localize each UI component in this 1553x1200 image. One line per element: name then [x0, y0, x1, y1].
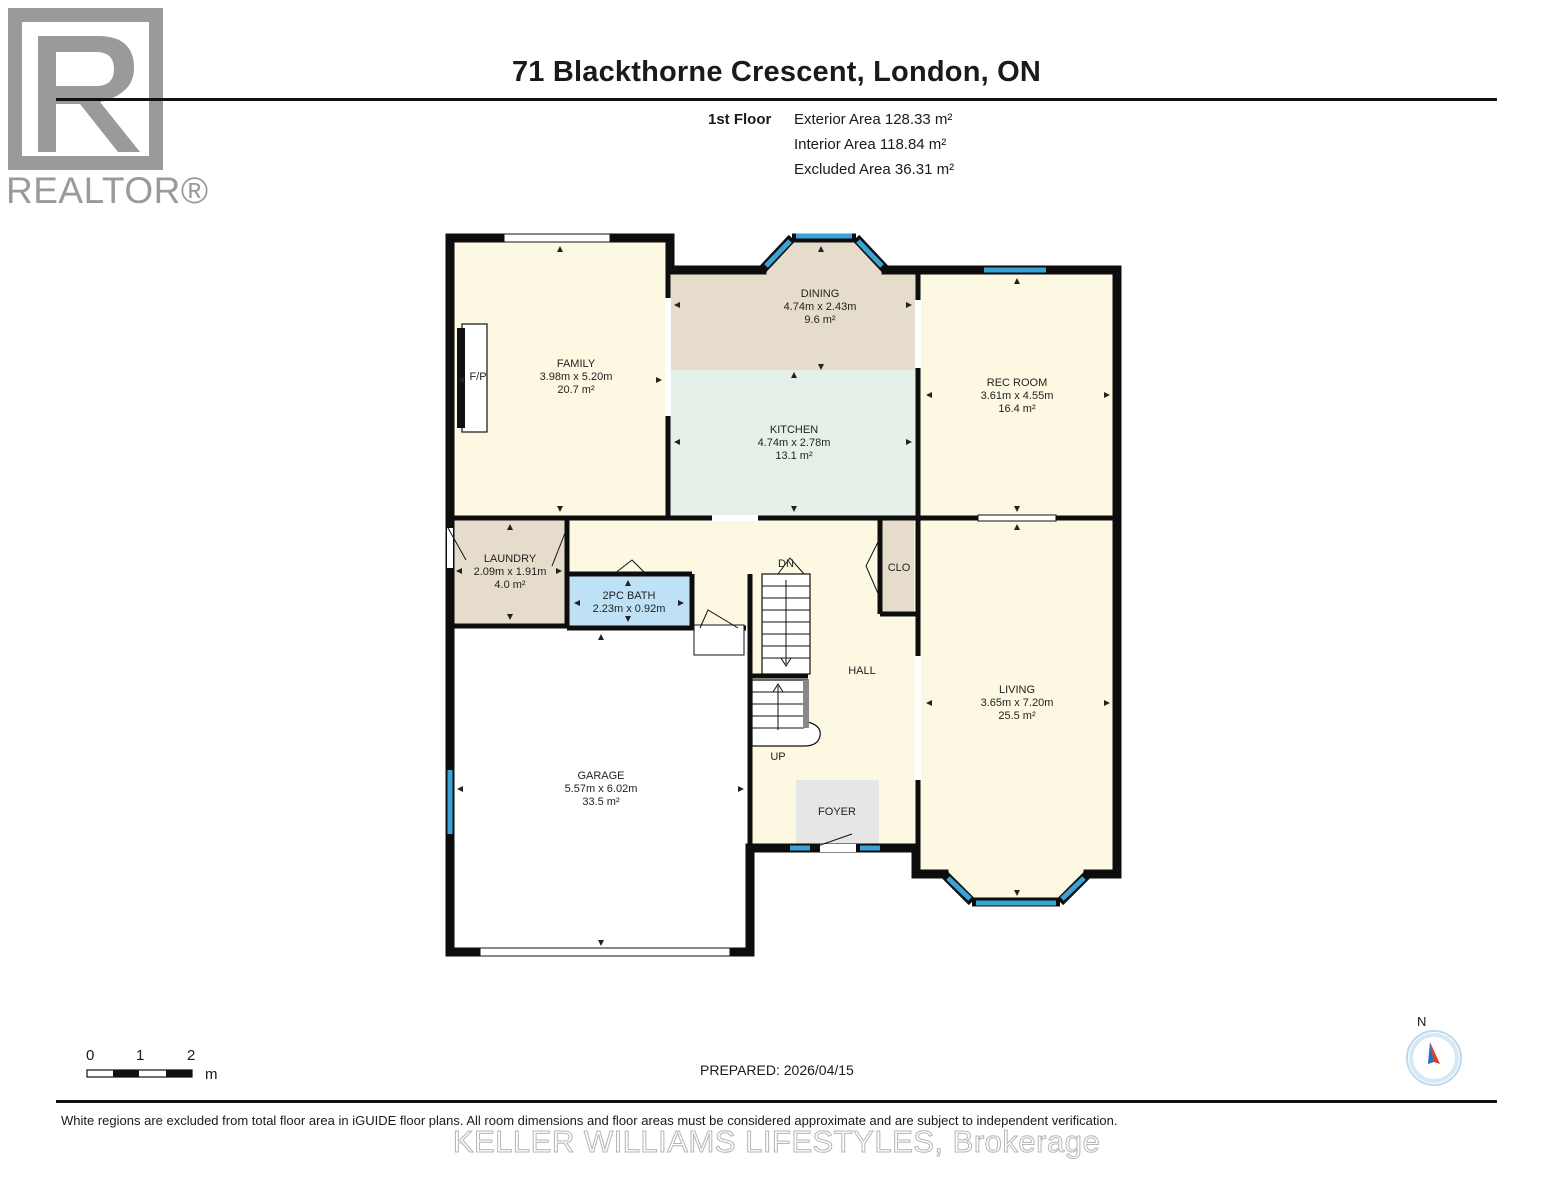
stairs-down-label: DN [778, 558, 794, 570]
openings [447, 233, 1057, 957]
family-dims: 3.98m x 5.20m [540, 371, 613, 383]
exterior-area: Exterior Area 128.33 m² [794, 111, 953, 128]
hall-name: HALL [848, 665, 876, 677]
living-name: LIVING [999, 684, 1035, 696]
bath-dims: 2.23m x 0.92m [593, 603, 666, 615]
scale-tick-2: 2 [187, 1047, 196, 1064]
foyer-fill [796, 780, 879, 846]
floor-plan: FAMILY 3.98m x 5.20m 20.7 m² F/P DINING … [445, 233, 1122, 957]
fireplace-hearth [457, 328, 465, 428]
dining-dims: 4.74m x 2.43m [784, 301, 857, 313]
compass-north-label: N [1417, 1014, 1427, 1029]
laundry-fill [450, 518, 567, 625]
hall-fill [567, 518, 918, 848]
interior-area: Interior Area 118.84 m² [794, 136, 947, 153]
bath-name: 2PC BATH [603, 590, 656, 602]
kitchen-dims: 4.74m x 2.78m [758, 437, 831, 449]
scale-tick-0: 0 [86, 1047, 95, 1064]
living-fill [918, 518, 1117, 902]
header-rule [56, 98, 1497, 101]
realtor-wordmark: REALTOR® [6, 170, 209, 212]
rec-room-name: REC ROOM [987, 377, 1048, 389]
realtor-logo [8, 8, 163, 170]
living-area: 25.5 m² [998, 710, 1036, 722]
fireplace [461, 323, 488, 433]
scale-unit: m [205, 1066, 218, 1083]
garage-name: GARAGE [577, 770, 624, 782]
page-title: 71 Blackthorne Crescent, London, ON [511, 56, 1042, 88]
windows [447, 233, 1086, 906]
stairs-down [761, 573, 811, 675]
laundry-name: LAUNDRY [484, 553, 537, 565]
kitchen-area: 13.1 m² [775, 450, 813, 462]
brokerage-watermark: KELLER WILLIAMS LIFESTYLES, Brokerage [452, 1124, 1101, 1160]
closet-fill [880, 520, 914, 614]
footer-rule [56, 1100, 1497, 1103]
closet-name: CLO [888, 562, 911, 574]
realtor-wordmark-text: REALTOR® [6, 170, 209, 211]
dining-area: 9.6 m² [804, 314, 836, 326]
family-name: FAMILY [557, 358, 596, 370]
scale-bar [86, 1069, 193, 1078]
scale-tick-1: 1 [136, 1047, 145, 1064]
rec-room-fill [920, 270, 1117, 518]
kitchen-name: KITCHEN [770, 424, 818, 436]
living-dims: 3.65m x 7.20m [981, 697, 1054, 709]
dimension-arrows [456, 246, 1110, 946]
laundry-dims: 2.09m x 1.91m [474, 566, 547, 578]
disclaimer: White regions are excluded from total fl… [61, 1113, 1118, 1128]
garage-dims: 5.57m x 6.02m [565, 783, 638, 795]
stairs-up-label: UP [770, 751, 785, 763]
fireplace-label: F/P [469, 371, 486, 383]
garage-area: 33.5 m² [582, 796, 620, 808]
kitchen-fill [668, 370, 918, 518]
foyer-name: FOYER [818, 806, 856, 818]
north-compass-icon [1406, 1030, 1462, 1086]
floor-label: 1st Floor [708, 111, 772, 128]
door-swings [447, 527, 881, 849]
prepared-date: PREPARED: 2026/04/15 [700, 1062, 854, 1078]
dining-name: DINING [801, 288, 840, 300]
family-area: 20.7 m² [557, 384, 595, 396]
stairs-up [751, 679, 821, 747]
laundry-area: 4.0 m² [494, 579, 526, 591]
rec-room-area: 16.4 m² [998, 403, 1036, 415]
excluded-area: Excluded Area 36.31 m² [794, 161, 955, 178]
rec-room-dims: 3.61m x 4.55m [981, 390, 1054, 402]
